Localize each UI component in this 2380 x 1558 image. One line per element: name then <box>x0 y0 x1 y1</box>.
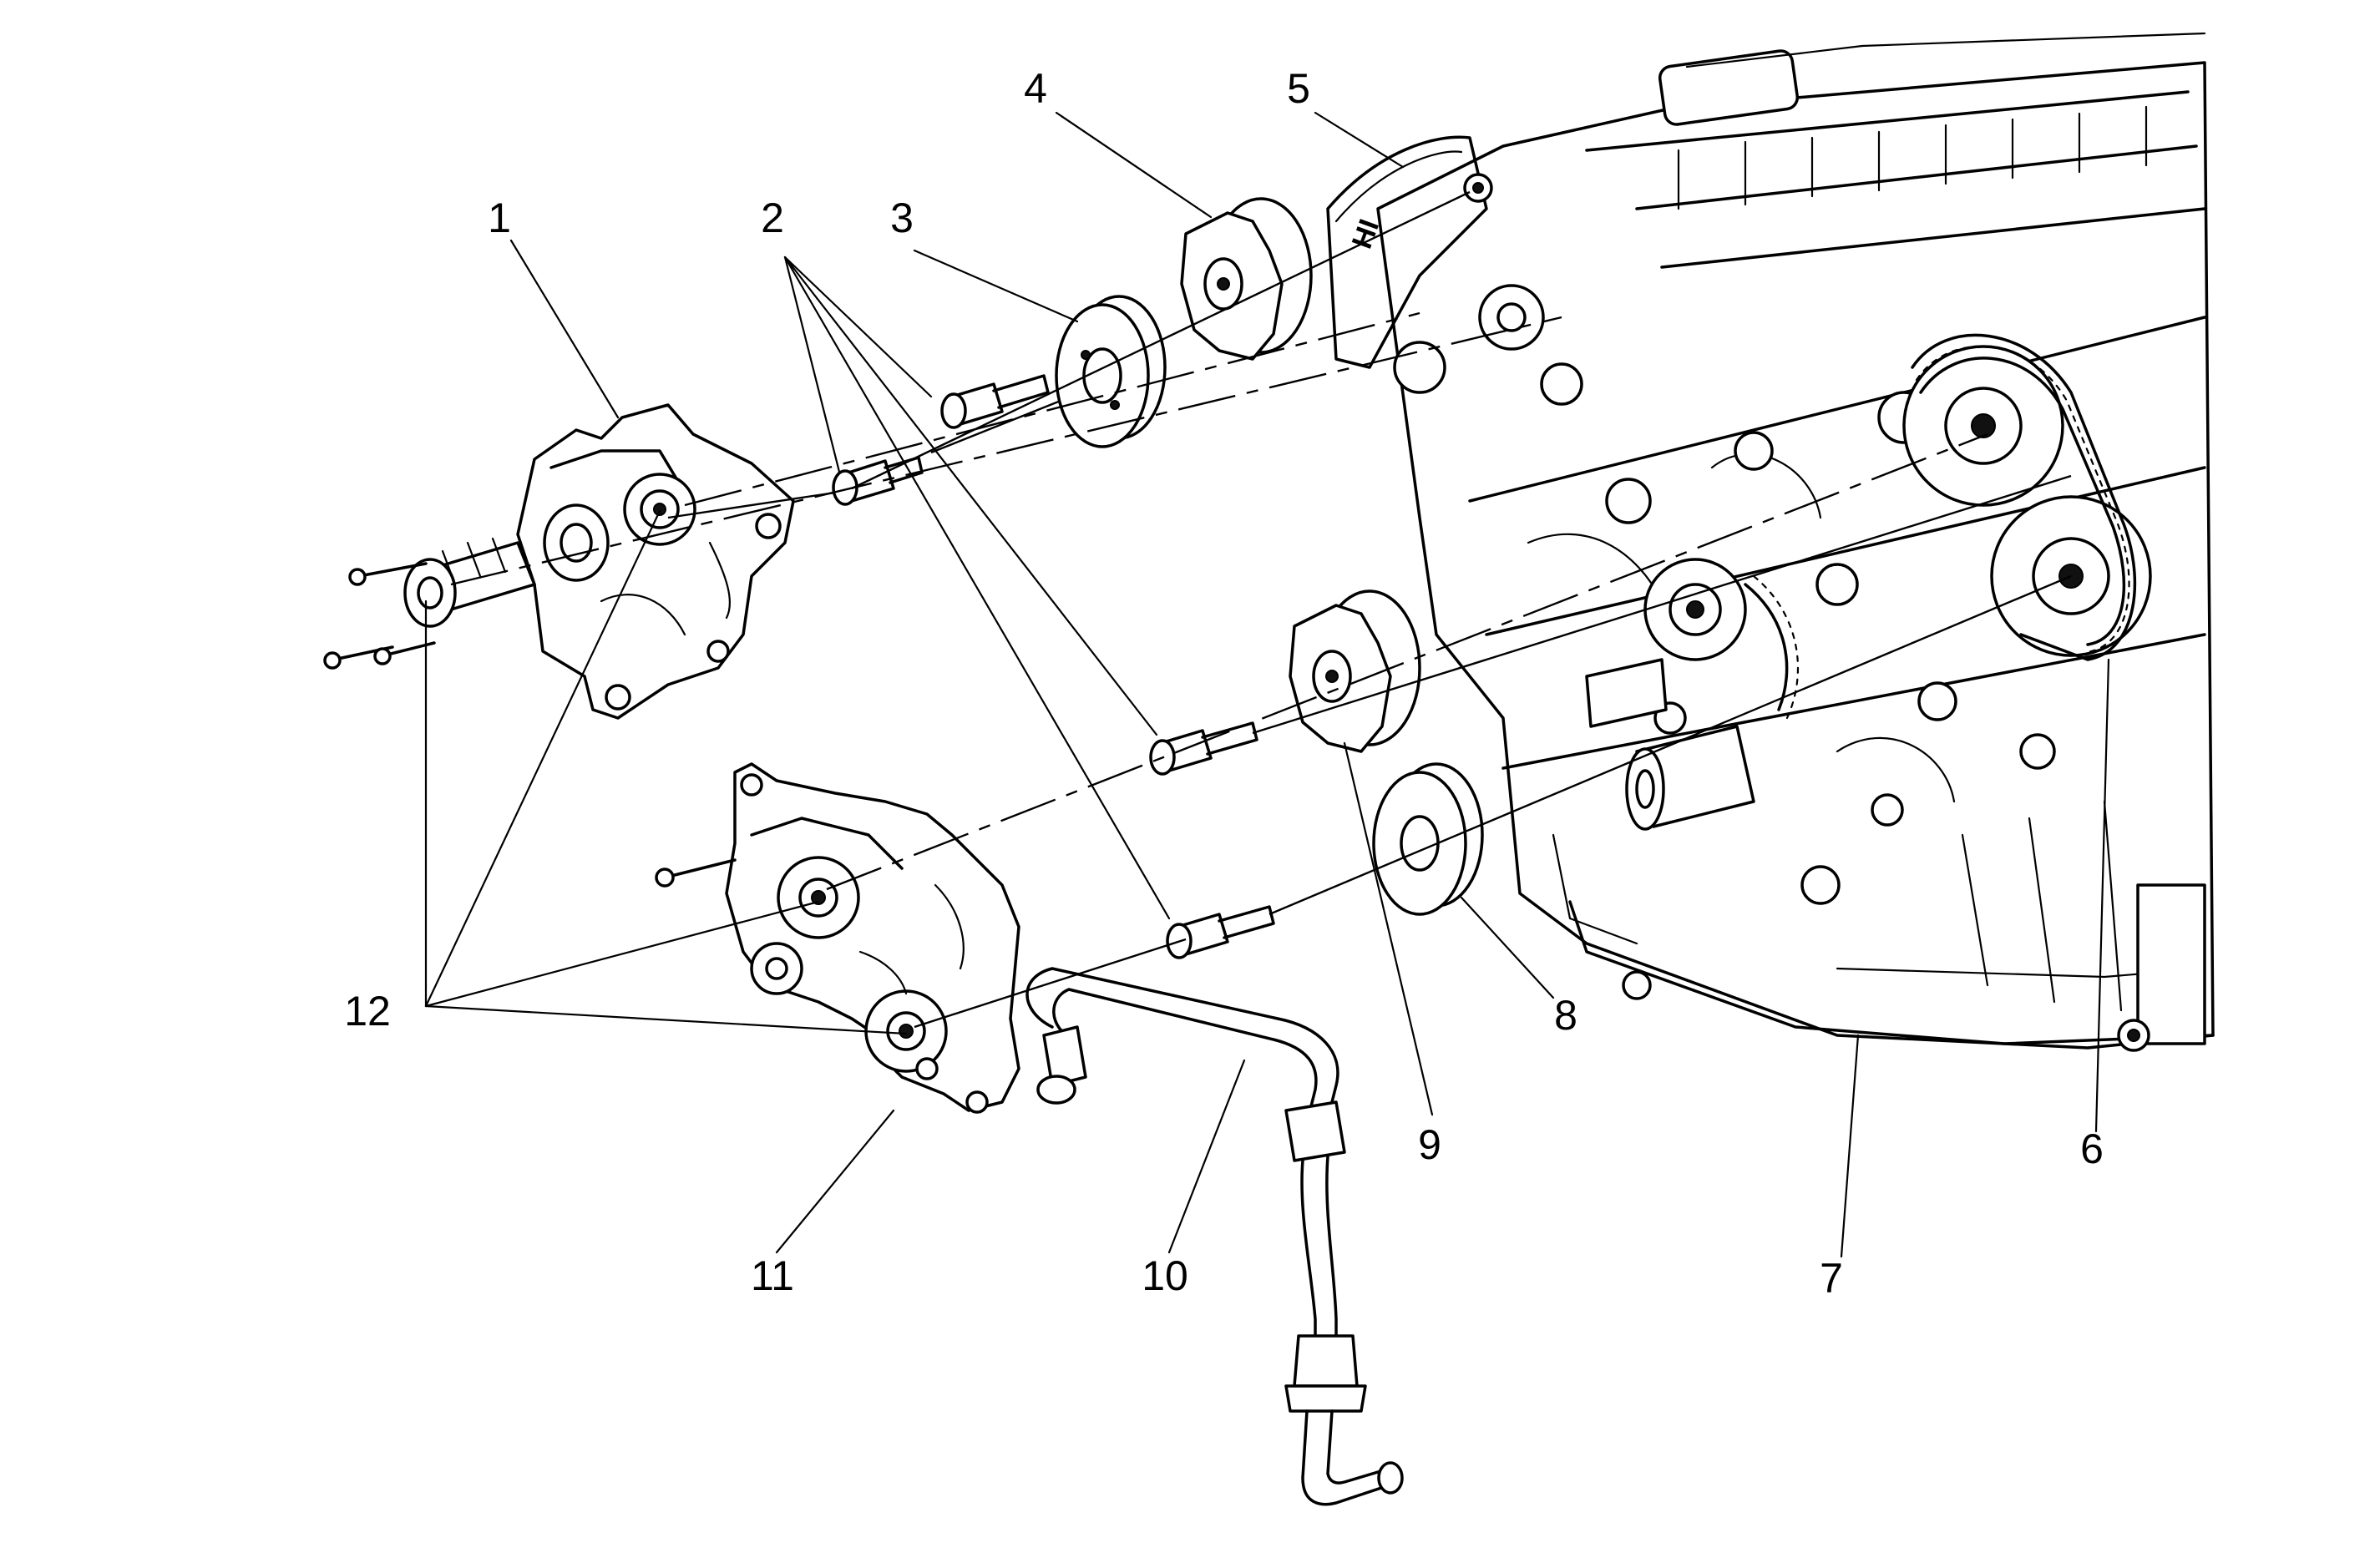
part-2-bolt-mid-left <box>940 374 1050 429</box>
callout-1: 1 <box>488 195 511 241</box>
callout-10: 10 <box>1142 1252 1188 1299</box>
callout-3: 3 <box>890 195 914 241</box>
callouts: 1 2 3 4 5 6 7 8 9 10 11 12 <box>344 65 2104 1302</box>
callout-6: 6 <box>2080 1126 2104 1172</box>
callout-9: 9 <box>1418 1121 1441 1168</box>
part-2-bolt-lower <box>1149 721 1258 776</box>
callout-5: 5 <box>1287 65 1310 112</box>
leader-lines <box>424 111 2110 1258</box>
part-2-bolt-bottom <box>1166 905 1275 959</box>
callout-4: 4 <box>1024 65 1047 112</box>
callout-11: 11 <box>751 1252 794 1299</box>
part-1-upper-cover <box>323 403 795 720</box>
part-11-lower-cover <box>655 762 1020 1114</box>
callout-2: 2 <box>761 195 784 241</box>
callout-8: 8 <box>1554 992 1577 1039</box>
front-cover-gasket <box>1326 135 1493 369</box>
part-8-lower-sprocket <box>1372 762 1484 916</box>
assembly-centerlines <box>450 190 2072 1029</box>
callout-12: 12 <box>344 988 391 1034</box>
part-10-hose <box>1025 967 1404 1506</box>
part-2-bolt-upper <box>832 456 924 506</box>
part-4-upper-phaser <box>1180 197 1313 361</box>
part-3-upper-sprocket <box>1055 295 1167 448</box>
callout-7: 7 <box>1820 1255 1843 1302</box>
part-9-lower-phaser <box>1289 589 1421 753</box>
